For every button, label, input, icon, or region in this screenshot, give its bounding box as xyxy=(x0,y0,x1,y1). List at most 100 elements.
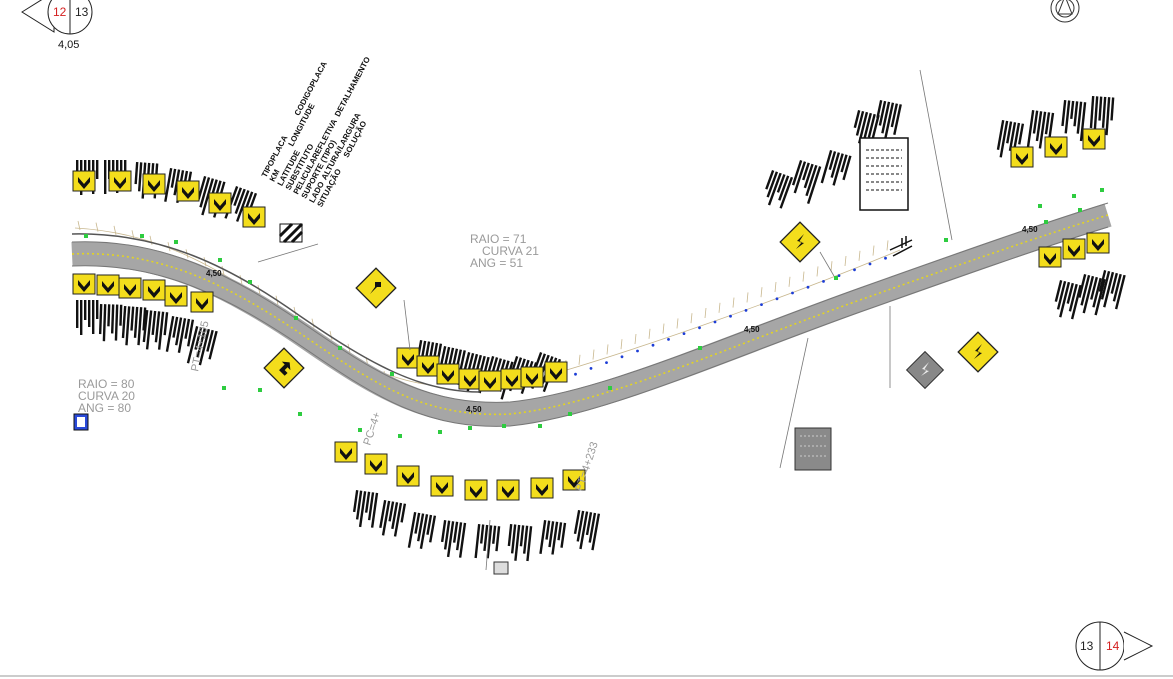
label-line xyxy=(1073,101,1079,127)
green-marker xyxy=(1100,188,1104,192)
green-marker xyxy=(698,346,702,350)
blue-marker-dot xyxy=(775,297,779,301)
label-column xyxy=(539,520,567,555)
chevron-sign xyxy=(96,274,120,296)
sign-label-columns xyxy=(76,96,1126,562)
end-marker xyxy=(889,236,913,257)
blue-marker-dot xyxy=(822,280,825,283)
curve-center-angle: ANG = 51 xyxy=(470,256,523,270)
offset-tick xyxy=(872,245,875,256)
label-line xyxy=(88,300,91,327)
north-arrow-icon xyxy=(1050,0,1080,23)
offset-tick xyxy=(746,292,749,303)
lane-width-3: 4,50 xyxy=(744,325,760,334)
lane-width-2: 4,50 xyxy=(466,405,482,414)
label-column xyxy=(76,300,99,335)
offset-tick xyxy=(676,318,679,329)
label-line xyxy=(145,310,153,350)
label-line xyxy=(820,150,833,184)
offset-tick xyxy=(718,302,721,313)
label-line xyxy=(996,120,1005,150)
label-line xyxy=(142,310,149,343)
green-marker xyxy=(608,386,612,390)
green-marker xyxy=(222,386,226,390)
blue-marker-dot xyxy=(744,309,748,312)
offset-tick xyxy=(311,318,315,328)
label-line xyxy=(196,327,207,358)
offset-tick xyxy=(844,255,847,267)
label-column xyxy=(1026,109,1055,149)
offset-tick xyxy=(329,330,333,341)
label-line xyxy=(177,318,187,353)
prev-sheet-nav[interactable]: 12 13 4,05 xyxy=(21,0,93,51)
chevron-sign xyxy=(458,368,482,390)
label-column xyxy=(407,512,437,549)
green-marker xyxy=(944,238,948,242)
label-line xyxy=(414,512,421,534)
label-column xyxy=(121,306,147,346)
label-line xyxy=(98,304,103,335)
label-line xyxy=(154,311,161,343)
label-line xyxy=(452,521,459,543)
label-line xyxy=(765,170,775,190)
label-line xyxy=(876,100,883,119)
zigzag-warning-sign xyxy=(779,221,821,263)
label-line xyxy=(151,310,157,335)
offset-tick xyxy=(634,333,637,345)
blue-marker-dot xyxy=(853,268,856,272)
label-line xyxy=(522,525,529,554)
label-column xyxy=(791,160,822,205)
blue-marker-dot xyxy=(806,285,810,289)
chevron-sign xyxy=(436,363,460,385)
offset-tick xyxy=(203,257,207,267)
blue-marker-dot xyxy=(651,343,655,347)
station-pc-center: PC=4+ xyxy=(361,411,383,447)
green-marker xyxy=(538,424,542,428)
sign-attribute-label: TIPOPLACA CODIGOPLACA KM LONGITUDE LATIT… xyxy=(260,55,372,208)
green-marker xyxy=(174,240,178,244)
label-line xyxy=(1061,100,1067,127)
blue-marker-dot xyxy=(791,291,794,295)
chevron-sign xyxy=(1086,232,1110,254)
label-line xyxy=(92,300,95,334)
label-line xyxy=(1103,271,1115,308)
label-line xyxy=(417,513,425,542)
label-line xyxy=(1112,273,1122,302)
label-line xyxy=(881,101,891,134)
green-marker xyxy=(294,316,298,320)
label-line xyxy=(175,317,183,346)
label-line xyxy=(474,524,481,559)
label-line xyxy=(591,513,601,551)
curve-left-angle: ANG = 80 xyxy=(78,401,131,415)
green-marker xyxy=(218,258,222,262)
label-line xyxy=(443,520,451,550)
label-line xyxy=(883,102,895,142)
label-column xyxy=(1089,96,1115,136)
label-column xyxy=(765,170,794,209)
label-line xyxy=(1094,278,1106,316)
green-marker xyxy=(258,388,262,392)
label-line xyxy=(588,512,597,543)
offset-tick xyxy=(77,220,81,231)
label-line xyxy=(791,160,803,186)
green-marker xyxy=(502,424,506,428)
chevron-sign xyxy=(108,170,132,192)
label-line xyxy=(1110,97,1115,121)
label-line xyxy=(133,306,139,338)
offset-tick xyxy=(95,222,99,232)
blue-marker-dot xyxy=(713,320,717,324)
label-column xyxy=(573,510,601,551)
label-line xyxy=(805,164,818,197)
label-line xyxy=(507,524,513,547)
label-line xyxy=(446,521,455,558)
hatched-barrier xyxy=(278,222,304,244)
label-line xyxy=(1035,111,1043,142)
label-line xyxy=(776,174,786,193)
next-sheet-nav[interactable]: 13 14 xyxy=(1075,621,1154,671)
label-line xyxy=(125,306,131,346)
label-line xyxy=(1098,96,1103,121)
label-line xyxy=(355,490,363,520)
label-line xyxy=(107,304,111,327)
label-line xyxy=(1047,112,1055,142)
label-line xyxy=(1044,112,1051,135)
